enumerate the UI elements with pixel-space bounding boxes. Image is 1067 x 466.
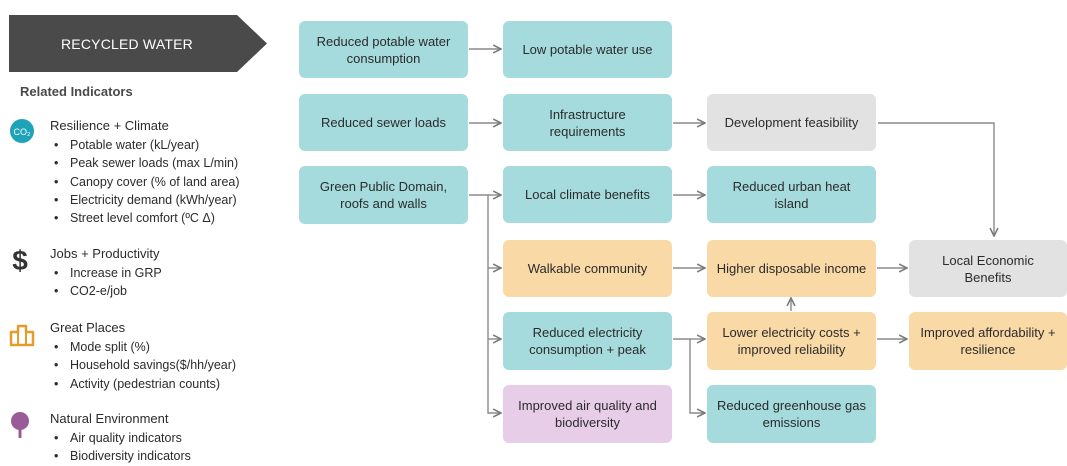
indicator-item: CO2-e/job [50,282,162,301]
arrow-dev-to-local-economic [878,122,994,236]
indicator-item: Canopy cover (% of land area) [50,173,240,192]
co2-icon-label: CO₂ [14,127,32,137]
box-development-feasibility: Development feasibility [707,94,876,151]
box-reduced-potable-water: Reduced potable water consumption [299,21,468,78]
box-reduced-electricity-consumption: Reduced electricity consumption + peak [503,312,672,370]
indicator-item: Potable water (kL/year) [50,136,240,155]
dollar-icon-glyph: $ [12,246,28,274]
box-improved-air-quality: Improved air quality and biodiversity [503,385,672,443]
recycled-water-banner: RECYCLED WATER [9,15,267,72]
indicator-item: Air quality indicators [50,429,191,448]
banner-title: RECYCLED WATER [61,35,193,52]
box-low-potable-water-use: Low potable water use [503,21,672,78]
indicator-list: Potable water (kL/year) Peak sewer loads… [50,136,240,228]
arrow-electricity-branch [673,338,705,413]
box-infrastructure-requirements: Infrastructure requirements [503,94,672,151]
box-reduced-greenhouse-gas: Reduced greenhouse gas emissions [707,385,876,443]
arrow-green-branch [469,194,501,413]
indicator-item: Mode split (%) [50,338,236,357]
box-walkable-community: Walkable community [503,240,672,297]
box-improved-affordability: Improved affordability + resilience [909,312,1067,370]
indicator-list: Increase in GRP CO2-e/job [50,264,162,301]
indicator-list: Air quality indicators Biodiversity indi… [50,429,191,466]
box-higher-disposable-income: Higher disposable income [707,240,876,297]
category-title: Resilience + Climate [50,118,169,133]
indicator-item: Increase in GRP [50,264,162,283]
indicator-item: Biodiversity indicators [50,447,191,466]
indicator-list: Mode split (%) Household savings($/hh/ye… [50,338,236,393]
box-reduced-urban-heat-island: Reduced urban heat island [707,166,876,223]
buildings-icon [9,324,35,347]
indicator-item: Peak sewer loads (max L/min) [50,154,240,173]
category-title: Natural Environment [50,411,169,426]
box-reduced-sewer-loads: Reduced sewer loads [299,94,468,151]
category-title: Jobs + Productivity [50,246,160,261]
box-local-economic-benefits: Local Economic Benefits [909,240,1067,297]
indicator-item: Household savings($/hh/year) [50,356,236,375]
box-lower-electricity-costs: Lower electricity costs + improved relia… [707,312,876,370]
tree-icon [11,412,29,438]
category-title: Great Places [50,320,126,335]
box-green-public-domain: Green Public Domain, roofs and walls [299,166,468,224]
co2-icon: CO₂ [10,119,34,143]
box-local-climate-benefits: Local climate benefits [503,166,672,223]
indicator-item: Activity (pedestrian counts) [50,375,236,394]
indicator-item: Electricity demand (kWh/year) [50,191,240,210]
indicator-item: Street level comfort (ºC Δ) [50,209,240,228]
related-indicators-heading: Related Indicators [20,84,133,99]
dollar-icon: $ [12,246,28,274]
